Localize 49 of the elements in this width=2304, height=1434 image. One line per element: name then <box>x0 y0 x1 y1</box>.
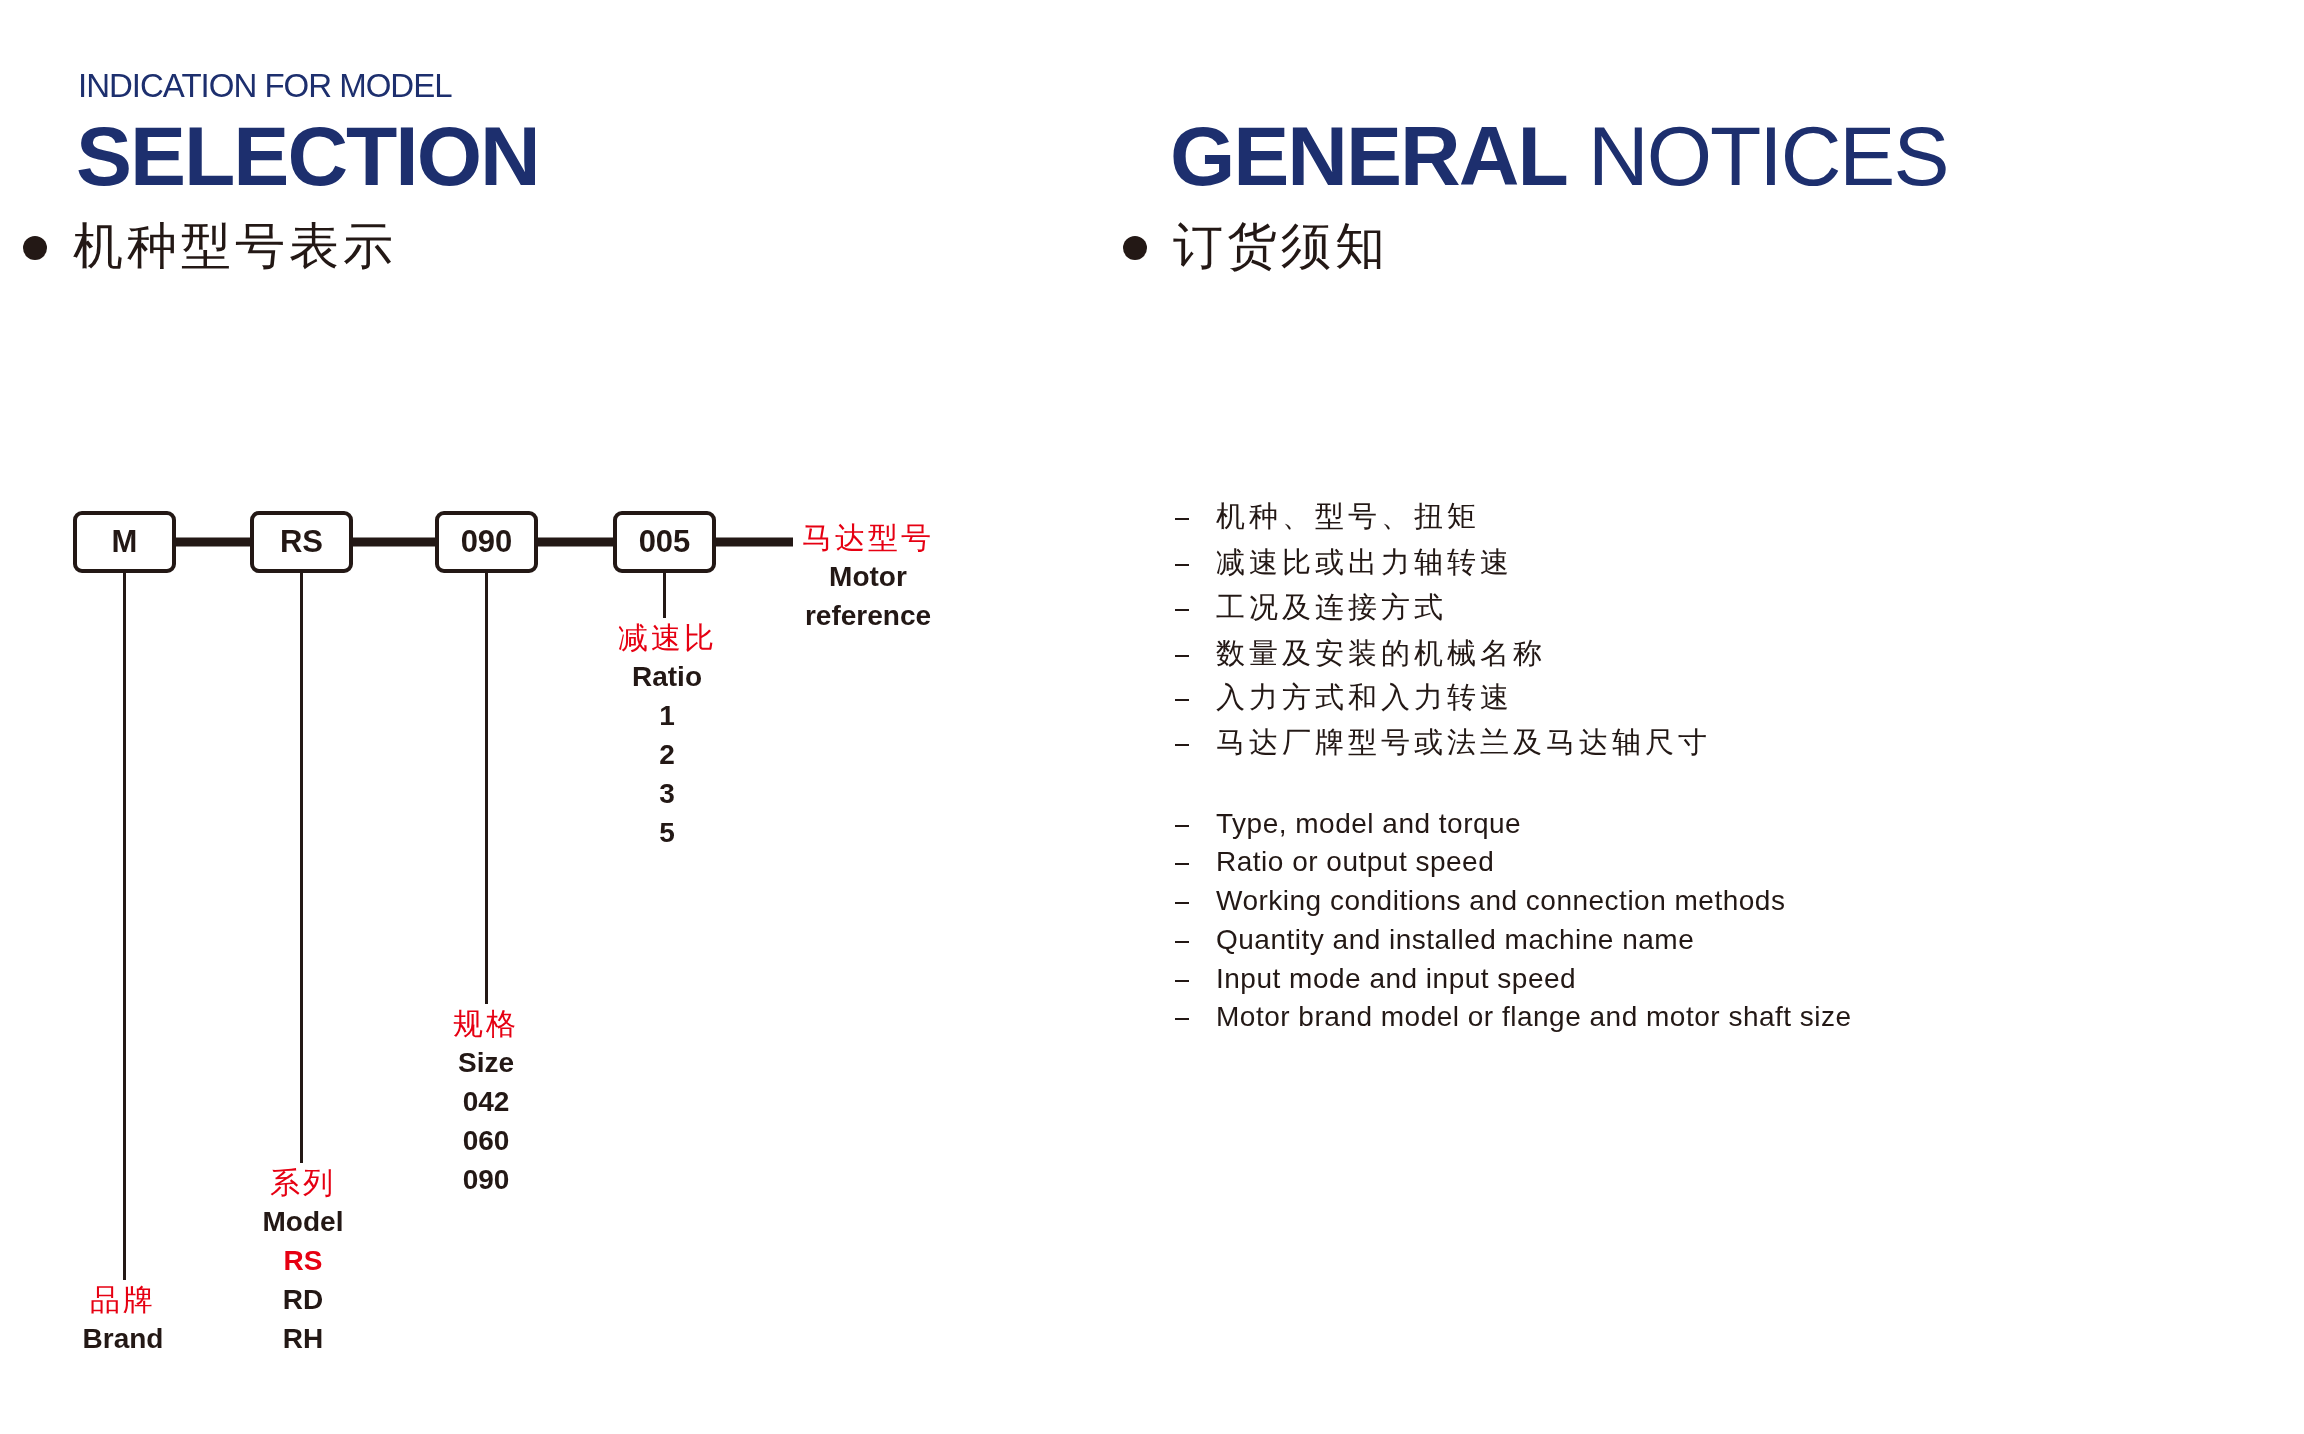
option-value: 1 <box>658 699 676 733</box>
leader-line <box>663 573 666 618</box>
connector-dash <box>353 537 435 547</box>
notice-item: Input mode and input speed <box>1216 962 1577 996</box>
english-label: Ratio <box>631 660 703 694</box>
option-value: 5 <box>658 816 676 850</box>
leader-line <box>123 573 126 1280</box>
connector-dash <box>716 537 793 547</box>
option-value: 090 <box>461 1163 511 1197</box>
connector-dash <box>538 537 613 547</box>
heading: SELECTION <box>76 108 539 205</box>
leader-line <box>485 573 488 1004</box>
notice-item: 数量及安装的机械名称 <box>1216 636 1546 671</box>
code-box: 005 <box>613 511 716 573</box>
option-value: RH <box>281 1322 325 1356</box>
notice-item: 马达厂牌型号或法兰及马达轴尺寸 <box>1216 725 1711 760</box>
option-value: 060 <box>461 1124 511 1158</box>
chinese-label: 马达型号 <box>801 520 935 556</box>
notice-item: Quantity and installed machine name <box>1216 923 1695 957</box>
option-value: 2 <box>658 738 676 772</box>
code-box: M <box>73 511 176 573</box>
section-heading: 订货须知 <box>1173 217 1389 276</box>
chinese-label: 品牌 <box>89 1282 157 1318</box>
option-value: RS <box>282 1244 324 1278</box>
notice-item: Working conditions and connection methods <box>1216 884 1786 918</box>
option-value: RD <box>281 1283 325 1317</box>
notice-item: 机种、型号、扭矩 <box>1216 499 1480 534</box>
notice-item: Motor brand model or flange and motor shaft size <box>1216 1000 1852 1034</box>
english-label: Size <box>457 1046 515 1080</box>
heading: GENERAL NOTICES <box>1170 108 1948 205</box>
option-value: 3 <box>658 777 676 811</box>
notice-item: 减速比或出力轴转速 <box>1216 545 1513 580</box>
english-label: Motor reference <box>803 560 933 633</box>
option-value: 042 <box>461 1085 511 1119</box>
chinese-label: 规格 <box>452 1006 520 1042</box>
english-label: Brand <box>81 1322 165 1356</box>
leader-line <box>300 573 303 1163</box>
chinese-label: 系列 <box>269 1165 337 1201</box>
notice-item: Type, model and torque <box>1216 807 1522 841</box>
notice-item: 入力方式和入力转速 <box>1216 680 1513 715</box>
chinese-label: 减速比 <box>616 620 718 656</box>
connector-dash <box>176 537 250 547</box>
notice-item: 工况及连接方式 <box>1216 590 1447 625</box>
subheading: INDICATION FOR MODEL <box>78 66 452 106</box>
code-box: 090 <box>435 511 538 573</box>
section-heading: 机种型号表示 <box>73 217 397 276</box>
english-label: Model <box>261 1205 345 1239</box>
code-box: RS <box>250 511 353 573</box>
notice-item: Ratio or output speed <box>1216 845 1495 879</box>
